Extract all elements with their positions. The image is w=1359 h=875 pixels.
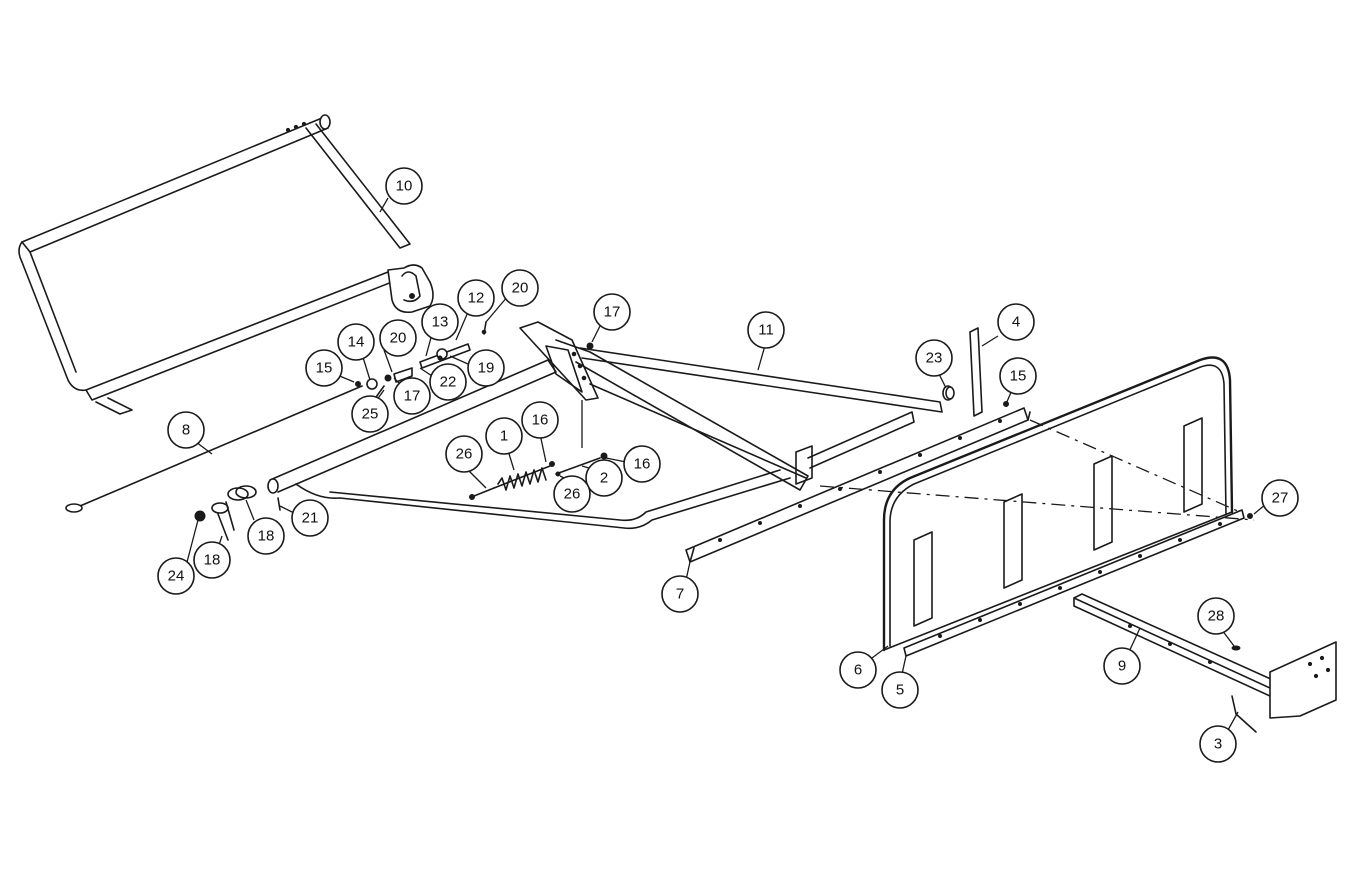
- callout-14-label: 14: [348, 334, 365, 351]
- part-5-bottom-rail: [903, 509, 1253, 657]
- callout-10: 10: [385, 167, 423, 205]
- part-9-bracket: [1073, 593, 1337, 733]
- callout-18-label: 18: [258, 528, 275, 545]
- part-1-spring-and-bolts: [469, 452, 608, 500]
- callout-15: 15: [999, 357, 1037, 395]
- callout-10-label: 10: [396, 178, 413, 195]
- callout-17-label: 17: [404, 388, 421, 405]
- callout-12: 12: [457, 279, 495, 317]
- callout-3: 3: [1199, 725, 1237, 763]
- callout-2-label: 2: [600, 470, 608, 487]
- callout-18: 18: [193, 541, 231, 579]
- part-4-plate: [969, 327, 983, 417]
- callout-8: 8: [167, 411, 205, 449]
- callout-26: 26: [445, 435, 483, 473]
- callout-28: 28: [1197, 597, 1235, 635]
- callout-17-label: 17: [604, 304, 621, 321]
- callout-balloons: 10 20 12 13 14 20 15 25 17 22 19 17 11 2…: [157, 167, 1299, 763]
- callout-21: 21: [291, 499, 329, 537]
- callout-25-label: 25: [362, 406, 379, 423]
- callout-20: 20: [379, 319, 417, 357]
- callout-24: 24: [157, 557, 195, 595]
- part-7-angle-rail: [685, 401, 1031, 563]
- callout-16-label: 16: [634, 456, 651, 473]
- callout-11-label: 11: [758, 322, 774, 339]
- callout-5-label: 5: [896, 682, 904, 699]
- callout-8-label: 8: [182, 422, 190, 439]
- callout-26-label: 26: [456, 446, 473, 463]
- callout-1-label: 1: [500, 428, 508, 445]
- callout-4-label: 4: [1012, 314, 1020, 331]
- callout-20-label: 20: [512, 280, 529, 297]
- callout-27-label: 27: [1272, 490, 1289, 507]
- callout-15-label: 15: [316, 360, 333, 377]
- callout-16: 16: [521, 401, 559, 439]
- callout-11: 11: [747, 311, 785, 349]
- callout-1: 1: [485, 417, 523, 455]
- part-8-rod: [65, 385, 363, 513]
- callout-26: 26: [553, 475, 591, 513]
- callout-17: 17: [393, 377, 431, 415]
- callout-23-label: 23: [926, 350, 943, 367]
- callout-6: 6: [839, 651, 877, 689]
- callout-23: 23: [915, 339, 953, 377]
- callout-6-label: 6: [854, 662, 862, 679]
- callout-9-label: 9: [1118, 658, 1126, 675]
- callout-3-label: 3: [1214, 736, 1222, 753]
- callout-19: 19: [467, 349, 505, 387]
- callout-26-label: 26: [564, 486, 581, 503]
- callout-12-label: 12: [468, 290, 485, 307]
- part-23-bushing: [945, 386, 955, 400]
- callout-14: 14: [337, 323, 375, 361]
- callout-24-label: 24: [168, 568, 185, 585]
- callout-20: 20: [501, 269, 539, 307]
- callout-18-label: 18: [204, 552, 221, 569]
- callout-15: 15: [305, 349, 343, 387]
- callout-13-label: 13: [432, 314, 449, 331]
- callout-7: 7: [661, 575, 699, 613]
- callout-17: 17: [593, 293, 631, 331]
- callout-25: 25: [351, 395, 389, 433]
- callout-16: 16: [623, 445, 661, 483]
- callout-22-label: 22: [440, 374, 457, 391]
- callout-20-label: 20: [390, 330, 407, 347]
- callout-19-label: 19: [478, 360, 495, 377]
- callout-9: 9: [1103, 647, 1141, 685]
- callout-13: 13: [421, 303, 459, 341]
- callout-2: 2: [585, 459, 623, 497]
- callout-16-label: 16: [532, 412, 549, 429]
- part-6-panel: [819, 356, 1255, 652]
- callout-28-label: 28: [1208, 608, 1225, 625]
- callout-4: 4: [997, 303, 1035, 341]
- callout-5: 5: [881, 671, 919, 709]
- parts-18-24-knobs: [194, 485, 281, 541]
- callout-21-label: 21: [302, 510, 319, 527]
- callout-7-label: 7: [676, 586, 684, 603]
- callout-15-label: 15: [1010, 368, 1027, 385]
- callout-27: 27: [1261, 479, 1299, 517]
- part-10-upper-frame: [18, 114, 434, 415]
- callout-22: 22: [429, 363, 467, 401]
- callout-18: 18: [247, 517, 285, 555]
